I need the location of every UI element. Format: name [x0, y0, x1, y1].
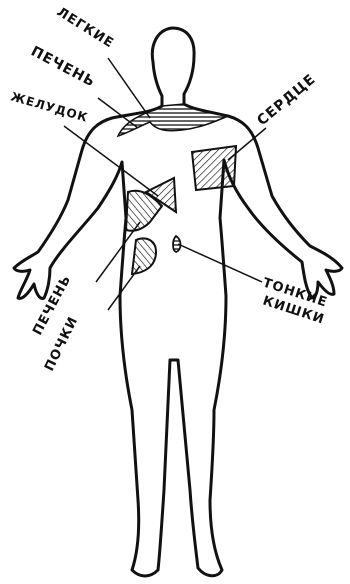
label-liver-top: ПЕЧЕНЬ: [28, 43, 98, 90]
label-heart: СЕРДЦЕ: [254, 71, 319, 129]
kidneys-area: [132, 239, 156, 275]
lungs-leader: [108, 58, 150, 118]
small-intestine-leader: [178, 244, 262, 282]
label-lungs: ЛЕГКИЕ: [54, 5, 117, 52]
lungs-area: [118, 104, 228, 136]
kidneys-leader: [108, 266, 140, 310]
heart-area: [192, 146, 236, 190]
label-stomach: ЖЕЛУДОК: [9, 89, 90, 124]
